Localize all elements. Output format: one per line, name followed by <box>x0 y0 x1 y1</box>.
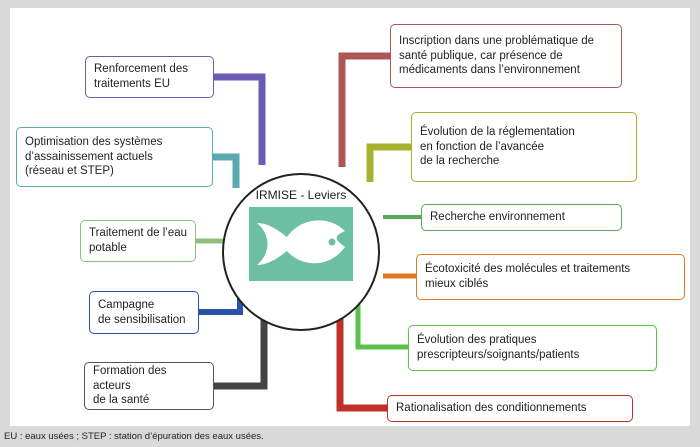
connector-left-5 <box>214 304 268 390</box>
fish-icon <box>249 207 353 281</box>
connector-right-2 <box>366 143 411 182</box>
connector-right-1 <box>338 52 390 167</box>
lever-box-renforcement-traitements: Renforcement des traitements EU <box>85 56 214 98</box>
lever-box-evolution-pratiques: Évolution des pratiques prescripteurs/so… <box>408 325 657 371</box>
lever-box-recherche-environnement: Recherche environnement <box>421 204 622 231</box>
lever-box-formation-acteurs-sante: Formation des acteurs de la santé <box>84 362 214 410</box>
lever-box-evolution-reglementation: Évolution de la réglementation en foncti… <box>411 112 637 182</box>
lever-box-ecotoxicite: Écotoxicité des molécules et traitements… <box>416 254 685 300</box>
lever-box-sante-publique: Inscription dans une problématique de sa… <box>390 24 622 88</box>
connector-right-5 <box>355 300 408 350</box>
lever-box-campagne-sensibilisation: Campagne de sensibilisation <box>89 291 199 334</box>
connector-left-2 <box>213 153 240 188</box>
footnote: EU : eaux usées ; STEP : station d’épura… <box>4 431 264 442</box>
lever-box-optimisation-assainissement: Optimisation des systèmes d’assainisseme… <box>16 127 213 187</box>
central-hub-title: IRMISE - Leviers <box>255 188 347 202</box>
connector-right-6 <box>336 310 387 412</box>
connector-left-1 <box>214 73 266 165</box>
lever-box-rationalisation-conditionnements: Rationalisation des conditionnements <box>387 395 633 422</box>
lever-box-traitement-eau-potable: Traitement de l’eau potable <box>80 220 196 262</box>
